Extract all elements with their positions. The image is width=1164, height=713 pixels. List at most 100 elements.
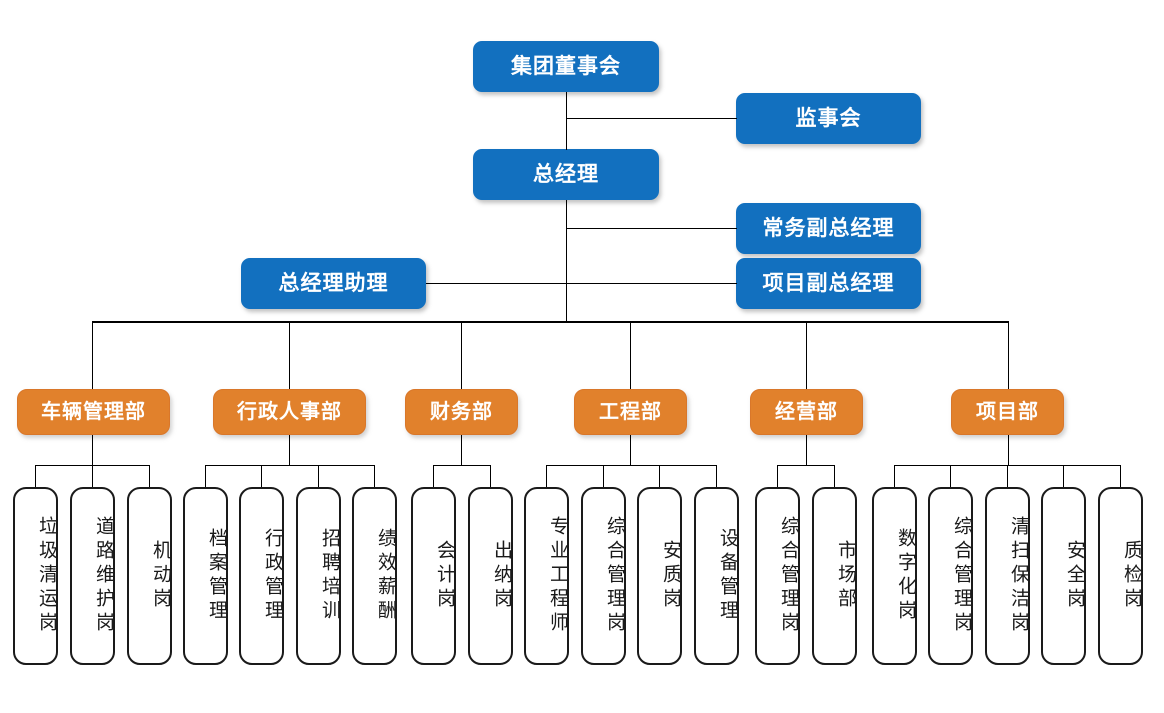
connector-riser-project	[1008, 321, 1009, 389]
node-post-recruitment-training[interactable]: 招聘培训	[296, 487, 341, 665]
node-post-professional-engineer[interactable]: 专业工程师	[524, 487, 569, 665]
node-post-accounting[interactable]: 会计岗	[411, 487, 456, 665]
node-label: 市场部	[835, 540, 856, 612]
connector-leaf-riser	[433, 465, 434, 487]
node-post-cashier[interactable]: 出纳岗	[468, 487, 513, 665]
connector-leaf-riser	[1120, 465, 1121, 487]
node-label: 招聘培训	[319, 528, 340, 624]
node-label: 专业工程师	[547, 516, 568, 636]
connector-leaf-riser	[92, 465, 93, 487]
node-post-safety[interactable]: 安全岗	[1041, 487, 1086, 665]
node-post-road-maintenance[interactable]: 道路维护岗	[70, 487, 115, 665]
connector-leaf-riser	[659, 465, 660, 487]
node-gm-assistant[interactable]: 总经理助理	[241, 258, 426, 309]
node-label: 行政人事部	[237, 401, 342, 423]
connector-riser-vehicle	[92, 321, 93, 389]
node-label: 工程部	[599, 401, 662, 423]
node-post-performance-compensation[interactable]: 绩效薪酬	[352, 487, 397, 665]
connector-bus-finance	[433, 465, 491, 466]
node-label: 机动岗	[150, 540, 171, 612]
node-label: 监事会	[795, 106, 862, 130]
connector-riser-engineering	[630, 321, 631, 389]
node-label: 财务部	[430, 401, 493, 423]
connector-trunk-to-supervisory	[566, 118, 737, 119]
node-project-deputy-gm[interactable]: 项目副总经理	[736, 258, 921, 309]
node-post-cleaning-sanitation[interactable]: 清扫保洁岗	[985, 487, 1030, 665]
connector-leaf-riser	[950, 465, 951, 487]
node-label: 出纳岗	[491, 540, 512, 612]
node-post-safety-quality[interactable]: 安质岗	[637, 487, 682, 665]
node-label: 总经理	[533, 162, 599, 186]
node-general-manager[interactable]: 总经理	[473, 149, 659, 200]
node-post-archives-management[interactable]: 档案管理	[183, 487, 228, 665]
connector-leaf-riser	[490, 465, 491, 487]
node-label: 清扫保洁岗	[1008, 516, 1029, 636]
node-department-vehicle[interactable]: 车辆管理部	[17, 389, 170, 435]
node-post-engineering-general-management[interactable]: 综合管理岗	[581, 487, 626, 665]
node-board-of-directors[interactable]: 集团董事会	[473, 41, 659, 92]
node-label: 绩效薪酬	[375, 528, 396, 624]
connector-drop-vehicle	[92, 435, 93, 465]
connector-drop-engineering	[630, 435, 631, 465]
node-post-marketing[interactable]: 市场部	[812, 487, 857, 665]
node-label: 设备管理	[717, 528, 738, 624]
node-post-garbage-transport[interactable]: 垃圾清运岗	[13, 487, 58, 665]
node-label: 档案管理	[206, 528, 227, 624]
connector-riser-operations	[806, 321, 807, 389]
connector-leaf-riser	[716, 465, 717, 487]
node-department-project[interactable]: 项目部	[951, 389, 1064, 435]
node-label: 会计岗	[434, 540, 455, 612]
connector-bus-operations	[777, 465, 835, 466]
node-post-equipment-management[interactable]: 设备管理	[694, 487, 739, 665]
connector-leaf-riser	[546, 465, 547, 487]
node-supervisory-board[interactable]: 监事会	[736, 93, 921, 144]
node-post-operations-general-management[interactable]: 综合管理岗	[755, 487, 800, 665]
node-label: 综合管理岗	[604, 516, 625, 636]
node-label: 总经理助理	[278, 271, 389, 295]
node-post-quality-inspection[interactable]: 质检岗	[1098, 487, 1143, 665]
connector-drop-admin-hr	[289, 435, 290, 465]
connector-drop-operations	[806, 435, 807, 465]
connector-trunk-to-project-deputy	[566, 283, 737, 284]
node-department-finance[interactable]: 财务部	[405, 389, 518, 435]
node-post-administration-management[interactable]: 行政管理	[239, 487, 284, 665]
node-department-operations[interactable]: 经营部	[750, 389, 863, 435]
connector-riser-finance	[461, 321, 462, 389]
node-label: 综合管理岗	[778, 516, 799, 636]
node-department-engineering[interactable]: 工程部	[574, 389, 687, 435]
node-label: 综合管理岗	[951, 516, 972, 636]
connector-gm-assistant-to-trunk	[426, 283, 567, 284]
node-label: 安质岗	[660, 540, 681, 612]
connector-drop-finance	[461, 435, 462, 465]
connector-leaf-riser	[261, 465, 262, 487]
connector-leaf-riser	[894, 465, 895, 487]
node-label: 车辆管理部	[41, 401, 146, 423]
node-label: 行政管理	[262, 528, 283, 624]
connector-trunk-to-executive-deputy	[566, 228, 737, 229]
connector-leaf-riser	[318, 465, 319, 487]
node-post-project-general-management[interactable]: 综合管理岗	[928, 487, 973, 665]
node-label: 质检岗	[1121, 540, 1142, 612]
node-post-mobile-duty[interactable]: 机动岗	[127, 487, 172, 665]
node-label: 常务副总经理	[762, 216, 895, 240]
connector-leaf-riser	[149, 465, 150, 487]
connector-leaf-riser	[35, 465, 36, 487]
connector-gm-trunk	[566, 200, 567, 322]
node-label: 垃圾清运岗	[36, 516, 57, 636]
connector-leaf-riser	[777, 465, 778, 487]
connector-leaf-riser	[1007, 465, 1008, 487]
node-post-digitalization[interactable]: 数字化岗	[872, 487, 917, 665]
node-label: 项目副总经理	[762, 271, 895, 295]
node-executive-deputy-gm[interactable]: 常务副总经理	[736, 203, 921, 254]
connector-bus-engineering	[546, 465, 717, 466]
node-department-admin-hr[interactable]: 行政人事部	[213, 389, 366, 435]
connector-leaf-riser	[1063, 465, 1064, 487]
connector-leaf-riser	[834, 465, 835, 487]
node-label: 数字化岗	[895, 528, 916, 624]
connector-board-to-gm	[566, 92, 567, 150]
connector-drop-project	[1008, 435, 1009, 465]
node-label: 道路维护岗	[93, 516, 114, 636]
connector-bus-admin-hr	[205, 465, 375, 466]
connector-leaf-riser	[205, 465, 206, 487]
